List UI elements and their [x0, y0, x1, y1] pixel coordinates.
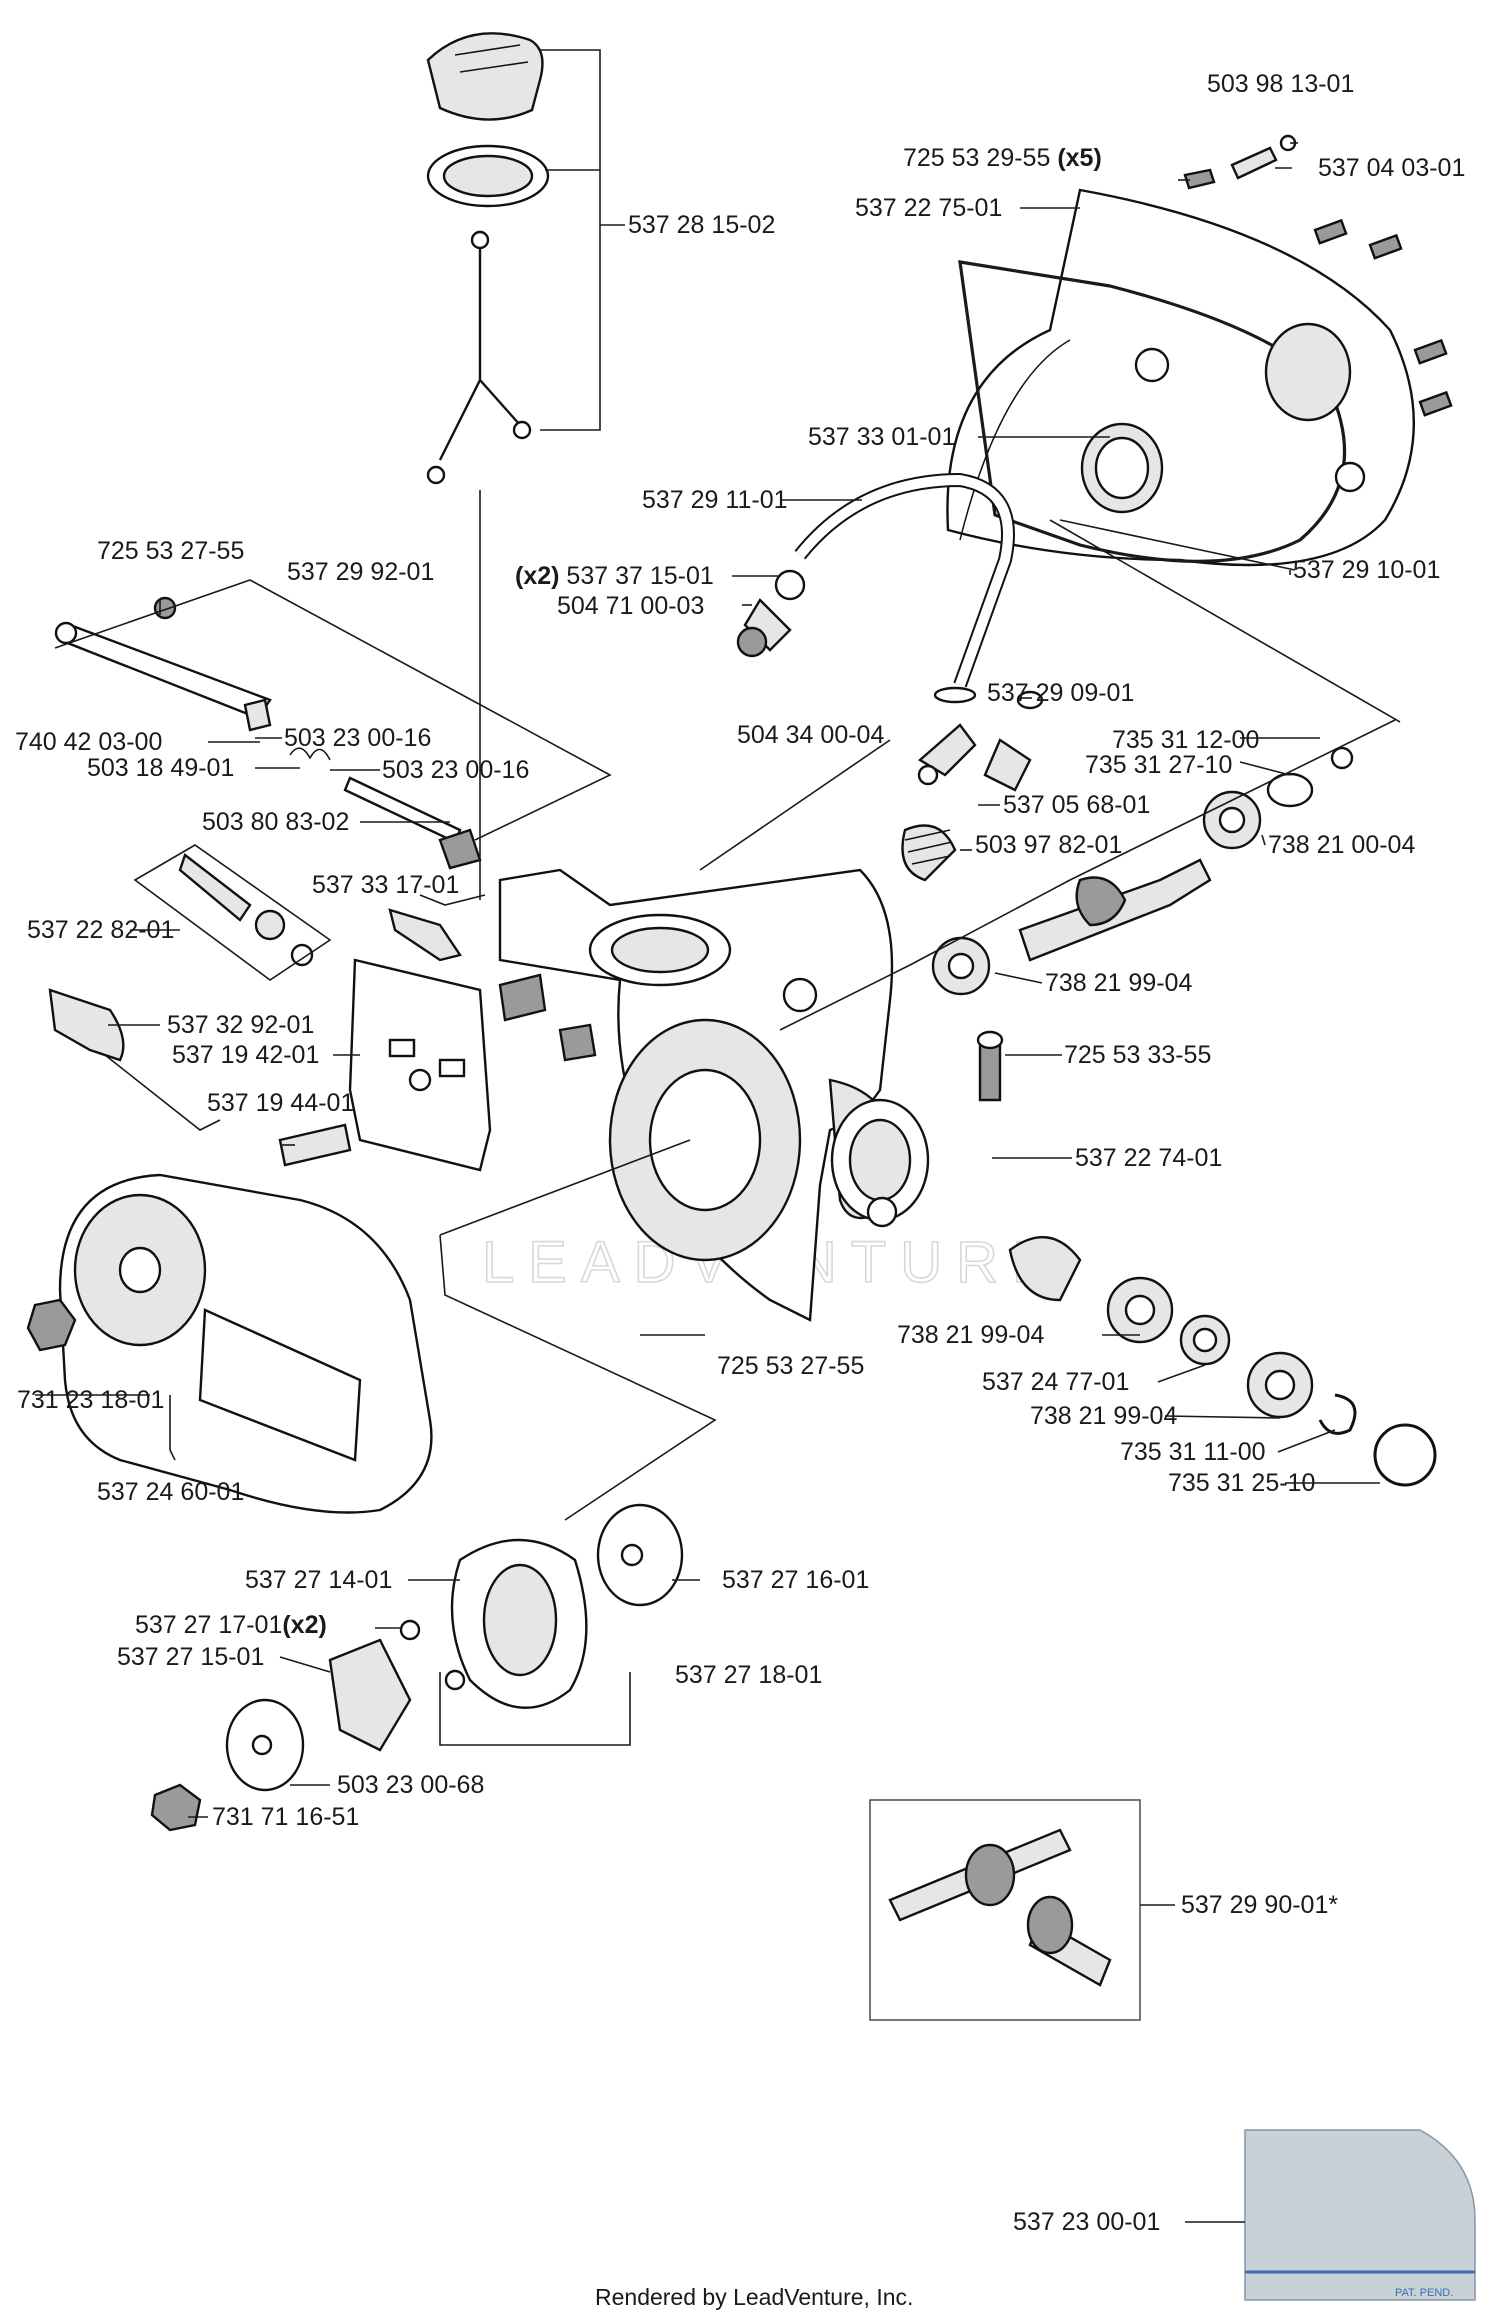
- label-537-23-00-01: 537 23 00-01: [1013, 2208, 1160, 2236]
- label-735-31-12-00: 735 31 12-00: [1112, 726, 1259, 754]
- label-537-27-15-01: 537 27 15-01: [117, 1643, 264, 1671]
- label-503-23-00-16-b: 503 23 00-16: [382, 756, 529, 784]
- label-537-24-77-01: 537 24 77-01: [982, 1368, 1129, 1396]
- label-503-97-82-01: 503 97 82-01: [975, 831, 1122, 859]
- label-537-29-11-01: 537 29 11-01: [642, 486, 788, 514]
- label-503-98-13-01: 503 98 13-01: [1207, 70, 1354, 98]
- label-537-19-44-01: 537 19 44-01: [207, 1089, 354, 1117]
- label-504-34-00-04: 504 34 00-04: [737, 721, 884, 749]
- label-537-04-03-01: 537 04 03-01: [1318, 154, 1465, 182]
- label-537-29-09-01: 537 29 09-01: [987, 679, 1134, 707]
- label-504-71-00-03: 504 71 00-03: [557, 592, 704, 620]
- label-537-22-82-01: 537 22 82-01: [27, 916, 174, 944]
- label-537-05-68-01: 537 05 68-01: [1003, 791, 1150, 819]
- gear-housing-drawing: [388, 868, 930, 1322]
- label-735-31-25-10: 735 31 25-10: [1168, 1469, 1315, 1497]
- oil-hose-drawing: [736, 472, 1015, 688]
- label-731-71-16-51: 731 71 16-51: [212, 1803, 359, 1831]
- label-537-24-60-01: 537 24 60-01: [97, 1478, 244, 1506]
- oil-cap-assembly-drawing: [426, 32, 550, 485]
- label-537-33-01-01: 537 33 01-01: [808, 423, 955, 451]
- label-735-31-11-00: 735 31 11-00: [1120, 1438, 1266, 1466]
- label-537-29-90-01: 537 29 90-01*: [1181, 1891, 1338, 1919]
- footer-credit: Rendered by LeadVenture, Inc.: [595, 2284, 913, 2310]
- label-735-31-27-10: 735 31 27-10: [1085, 751, 1232, 779]
- label-731-23-18-01: 731 23 18-01: [17, 1386, 164, 1414]
- label-738-21-99-04-b: 738 21 99-04: [897, 1321, 1044, 1349]
- bar-plate-drawing: [48, 853, 492, 1172]
- label-725-53-29-55-x5: 725 53 29-55 (x5): [903, 144, 1102, 172]
- label-537-33-17-01: 537 33 17-01: [312, 871, 459, 899]
- label-537-29-92-01: 537 29 92-01: [287, 558, 434, 586]
- belt-guard-drawing: [26, 1173, 433, 1514]
- label-537-27-16-01: 537 27 16-01: [722, 1566, 869, 1594]
- pat-pend-text: PAT. PEND.: [1395, 2287, 1453, 2299]
- label-725-53-27-55-mid: 725 53 27-55: [717, 1352, 864, 1380]
- label-738-21-99-04-a: 738 21 99-04: [1045, 969, 1192, 997]
- part-labels: 503 98 13-01 725 53 29-55 (x5) 537 04 03…: [15, 70, 1465, 2236]
- clutch-cover-drawing: [946, 134, 1453, 567]
- label-738-21-00-04: 738 21 00-04: [1268, 831, 1415, 859]
- tensioner-screw-drawing: [54, 596, 482, 870]
- label-725-53-27-55-top: 725 53 27-55: [97, 537, 244, 565]
- label-537-32-92-01: 537 32 92-01: [167, 1011, 314, 1039]
- label-537-27-18-01: 537 27 18-01: [675, 1661, 822, 1689]
- label-503-23-00-16-a: 503 23 00-16: [284, 724, 431, 752]
- label-537-19-42-01: 537 19 42-01: [172, 1041, 319, 1069]
- label-738-21-99-04-c: 738 21 99-04: [1030, 1402, 1177, 1430]
- gear-kit-box: [869, 1799, 1141, 2021]
- label-537-27-14-01: 537 27 14-01: [245, 1566, 392, 1594]
- clutch-parts-drawing: [150, 1503, 684, 1832]
- leader-lines: [35, 49, 1401, 2223]
- label-537-37-15-01-x2: (x2) 537 37 15-01: [515, 562, 714, 590]
- label-725-53-33-55: 725 53 33-55: [1064, 1041, 1211, 1069]
- label-503-18-49-01: 503 18 49-01: [87, 754, 234, 782]
- shaft-and-bearings-drawing: [931, 746, 1437, 1487]
- label-503-80-83-02: 503 80 83-02: [202, 808, 349, 836]
- label-503-23-00-68: 503 23 00-68: [337, 1771, 484, 1799]
- label-740-42-03-00: 740 42 03-00: [15, 728, 162, 756]
- label-537-27-17-01-x2: 537 27 17-01(x2): [135, 1611, 327, 1639]
- label-537-22-75-01: 537 22 75-01: [855, 194, 1002, 222]
- decal-537-23-00-01: PAT. PEND.: [1244, 2129, 1476, 2301]
- label-537-29-10-01: 537 29 10-01: [1293, 556, 1440, 584]
- label-537-22-74-01: 537 22 74-01: [1075, 1144, 1222, 1172]
- oil-pump-parts-drawing: [901, 686, 1044, 882]
- label-537-28-15-02: 537 28 15-02: [628, 211, 775, 239]
